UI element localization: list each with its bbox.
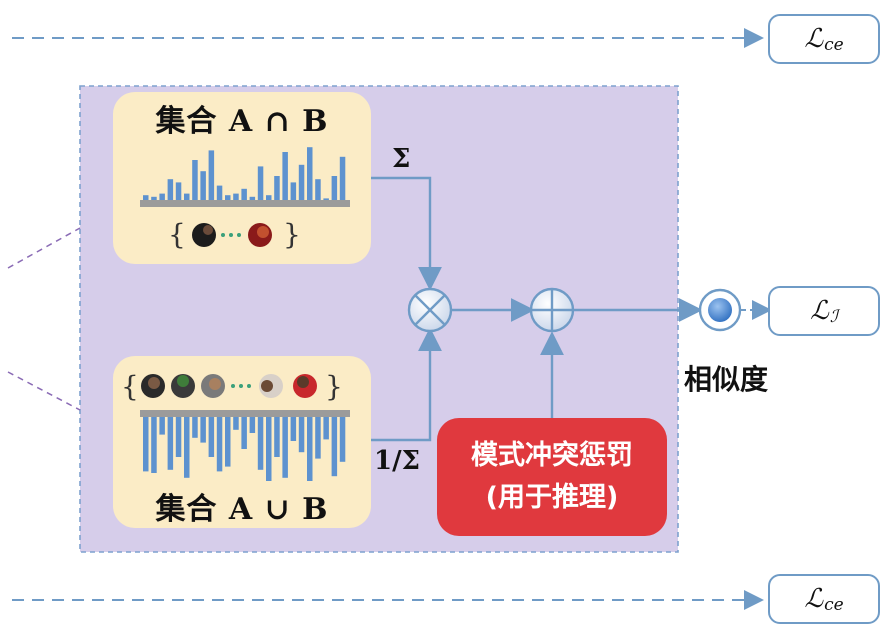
union-set-card: { } 集合 A ∪ B [113,356,371,528]
inverse-sum-label: 1/Σ [374,446,420,476]
svg-text:}: } [325,370,343,403]
intersection-bar [249,196,256,200]
union-bar [241,417,247,449]
intersection-bar [298,164,305,200]
intersection-bar [151,196,157,200]
intersection-axis [140,200,350,207]
intersection-bar [290,182,297,200]
union-bar [274,417,280,457]
union-histogram: { } [121,370,350,481]
sum-label: Σ [392,144,411,174]
intersection-bar [225,195,231,200]
intersection-bar [208,150,215,200]
intersection-bar [233,193,239,200]
intersection-bar [331,176,338,200]
union-bar [339,417,346,462]
union-bar [192,417,198,438]
intersection-set-title: 集合 A ∩ B [155,104,329,139]
intersection-bar [266,195,272,200]
intersection-bar [192,160,198,200]
svg-text:}: } [283,218,301,251]
intersection-faces: { } [168,218,301,251]
loss-symbol: ℒ [804,584,824,614]
inverse-sum-wire [370,327,442,442]
svg-text:{: { [168,218,186,251]
similarity-label: 相似度 [684,363,769,396]
intersection-bar [315,179,321,200]
union-bar [323,417,329,440]
sum-wire [370,176,442,291]
loss-subscript: ce [824,35,844,55]
loss-symbol: ℒ [810,296,829,326]
union-bar [282,417,288,478]
svg-text:{: { [121,370,139,403]
union-bar [315,417,321,459]
union-bar [298,417,305,453]
union-bar [208,417,215,457]
intersection-bar [274,176,280,200]
intersection-bar [257,166,264,200]
union-bar [331,417,338,477]
intersection-bar [323,198,329,200]
intersection-bar [143,195,149,200]
penalty-line-2: (用于推理) [485,482,619,513]
multiply-operator [407,287,453,333]
union-bar [290,417,297,441]
union-set-title: 集合 A ∪ B [155,492,329,527]
intersection-bar [282,152,288,200]
intersection-bar [167,179,174,200]
union-bar [175,417,182,457]
union-axis [140,410,350,417]
intersection-bar [184,193,190,200]
intersection-bar [241,188,247,200]
add-operator [529,287,575,333]
similarity-node [698,288,742,332]
union-bar [266,417,272,481]
left-dash-lower [7,371,81,411]
loss-subscript: ce [824,595,844,615]
union-bar [216,417,223,472]
loss-subscript: ℐ [829,307,838,327]
left-dash-upper [7,227,81,269]
intersection-bar [307,147,313,200]
union-bar [167,417,174,470]
union-bar [225,417,231,467]
intersection-bar [159,193,165,200]
union-bar [249,417,256,433]
union-bar [257,417,264,470]
intersection-set-card: 集合 A ∩ B { } [113,92,371,264]
intersection-bar [175,182,182,200]
loss-symbol: ℒ [804,24,824,54]
union-bar [200,417,206,443]
union-bar [143,417,149,472]
union-bar [151,417,157,473]
union-faces: { } [121,370,343,403]
intersection-bar [339,156,346,200]
intersection-histogram: { } [140,147,350,251]
pattern-conflict-penalty: 模式冲突惩罚 (用于推理) [437,418,667,536]
union-bar [159,417,165,435]
intersection-bar [200,171,206,200]
intersection-bar [216,185,223,200]
union-bar [307,417,313,481]
penalty-line-1: 模式冲突惩罚 [471,440,633,471]
union-bar [184,417,190,478]
union-bar [233,417,239,430]
